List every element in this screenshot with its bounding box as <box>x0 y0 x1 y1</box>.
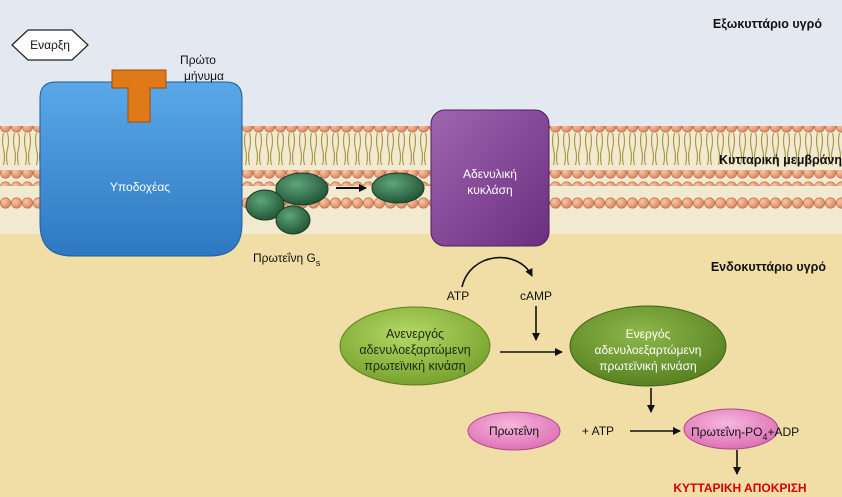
phosphorylated-protein: Πρωτεΐνη-PO4+ADP <box>683 408 799 450</box>
intracellular-label: Ενδοκυττάριο υγρό <box>711 260 827 274</box>
gs-protein-label: Πρωτεΐνη Gs <box>253 251 321 268</box>
active-kinase: Ενεργός αδενυλοεξαρτώμενη πρωτεϊνική κιν… <box>569 305 727 387</box>
adenylyl-cyclase-label-line1: Αδενυλική <box>463 167 517 181</box>
first-messenger-label-line1: Πρώτο <box>180 53 216 67</box>
atp-label: ATP <box>447 289 469 303</box>
plus-atp-label: + ATP <box>582 424 614 438</box>
membrane-label: Κυτταρική μεμβράνη <box>719 153 842 167</box>
active-kinase-line1: Ενεργός <box>626 327 671 341</box>
camp-label: cAMP <box>520 289 552 303</box>
start-marker: Εναρξη <box>11 29 89 61</box>
inactive-kinase-line1: Ανενεργός <box>386 327 444 341</box>
inactive-kinase-line3: πρωτεϊνική κινάση <box>364 359 466 373</box>
protein: Πρωτεΐνη <box>467 411 561 451</box>
active-kinase-line3: πρωτεϊνική κινάση <box>599 359 696 373</box>
first-messenger-label-line2: μήνυμα <box>184 69 224 83</box>
first-messenger-ligand <box>111 69 167 123</box>
receptor-label: Υποδοχέας <box>110 180 170 194</box>
atp-to-camp-arrow <box>461 256 533 288</box>
gs-protein <box>245 172 329 235</box>
start-label: Εναρξη <box>30 38 70 52</box>
cell-response-label: ΚΥΤΤΑΡΙΚΗ ΑΠΟΚΡΙΣΗ <box>673 481 806 495</box>
active-kinase-line2: αδενυλοεξαρτώμενη <box>595 343 702 357</box>
gs-alpha-subunit <box>371 172 425 204</box>
adenylyl-cyclase: Αδενυλική κυκλάση <box>430 109 550 247</box>
protein-po4-label: Πρωτεΐνη-PO4+ADP <box>691 425 799 442</box>
inactive-kinase: Ανενεργός αδενυλοεξαρτώμενη πρωτεϊνική κ… <box>339 306 491 386</box>
adenylyl-cyclase-label-line2: κυκλάση <box>467 183 512 197</box>
receptor: Υποδοχέας <box>39 81 243 257</box>
extracellular-label: Εξωκυττάριο υγρό <box>713 17 822 31</box>
inactive-kinase-line2: αδενυλοεξαρτώμενη <box>359 343 470 357</box>
protein-label: Πρωτεΐνη <box>489 424 539 438</box>
